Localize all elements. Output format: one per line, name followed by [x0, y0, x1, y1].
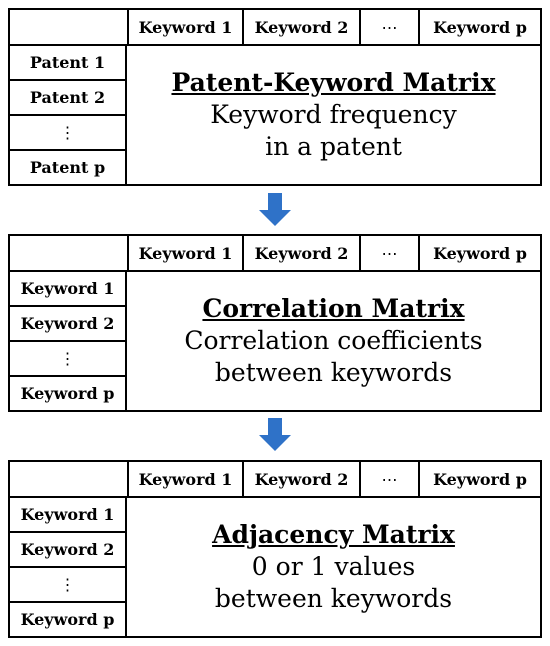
- row-header: Patent 2: [10, 81, 125, 116]
- row-header-ellipsis: ⋮: [10, 342, 125, 377]
- column-header: Keyword 2: [242, 10, 359, 44]
- matrix-desc-line: Keyword frequency: [210, 100, 457, 129]
- column-header-ellipsis: ⋯: [359, 236, 418, 270]
- row-header: Keyword 2: [10, 533, 125, 568]
- adjacency-matrix-block: Keyword 1 Keyword 2 ⋯ Keyword p Keyword …: [8, 460, 542, 638]
- column-header-ellipsis: ⋯: [359, 462, 418, 496]
- column-header-row: Keyword 1 Keyword 2 ⋯ Keyword p: [127, 462, 540, 498]
- matrix-description: Adjacency Matrix 0 or 1 values between k…: [127, 498, 540, 636]
- matrix-desc-line: in a patent: [265, 132, 402, 161]
- row-header-ellipsis: ⋮: [10, 568, 125, 603]
- matrix-description: Correlation Matrix Correlation coefficie…: [127, 272, 540, 410]
- row-header-ellipsis: ⋮: [10, 116, 125, 151]
- column-header-row: Keyword 1 Keyword 2 ⋯ Keyword p: [127, 10, 540, 46]
- row-header-column: Patent 1 Patent 2 ⋮ Patent p: [10, 44, 127, 184]
- down-arrow-icon: [259, 193, 291, 226]
- row-header: Keyword p: [20, 610, 115, 629]
- matrix-title: Patent-Keyword Matrix: [171, 68, 496, 97]
- column-header: Keyword p: [418, 10, 540, 44]
- patent-keyword-matrix-block: Keyword 1 Keyword 2 ⋯ Keyword p Patent 1…: [8, 8, 542, 186]
- column-header: Keyword p: [418, 462, 540, 496]
- column-header: Keyword 2: [242, 236, 359, 270]
- column-header: Keyword 1: [127, 10, 242, 44]
- row-header: Keyword p: [20, 384, 115, 403]
- down-arrow-icon: [259, 418, 291, 451]
- correlation-matrix-block: Keyword 1 Keyword 2 ⋯ Keyword p Keyword …: [8, 234, 542, 412]
- row-header: Patent p: [29, 158, 106, 177]
- matrix-desc-line: 0 or 1 values: [251, 552, 416, 581]
- matrix-desc-line: between keywords: [214, 584, 453, 613]
- column-header: Keyword p: [418, 236, 540, 270]
- matrix-description: Patent-Keyword Matrix Keyword frequency …: [127, 46, 540, 184]
- matrix-title: Correlation Matrix: [202, 294, 465, 323]
- row-header: Keyword 1: [10, 498, 125, 533]
- column-header: Keyword 1: [127, 462, 242, 496]
- row-header-column: Keyword 1 Keyword 2 ⋮ Keyword p: [10, 270, 127, 410]
- matrix-title: Adjacency Matrix: [212, 520, 455, 549]
- row-header: Patent 1: [10, 46, 125, 81]
- matrix-desc-line: between keywords: [214, 358, 453, 387]
- column-header: Keyword 1: [127, 236, 242, 270]
- column-header-row: Keyword 1 Keyword 2 ⋯ Keyword p: [127, 236, 540, 272]
- matrix-desc-line: Correlation coefficients: [184, 326, 483, 355]
- row-header-column: Keyword 1 Keyword 2 ⋮ Keyword p: [10, 496, 127, 636]
- column-header-ellipsis: ⋯: [359, 10, 418, 44]
- row-header: Keyword 2: [10, 307, 125, 342]
- row-header: Keyword 1: [10, 272, 125, 307]
- column-header: Keyword 2: [242, 462, 359, 496]
